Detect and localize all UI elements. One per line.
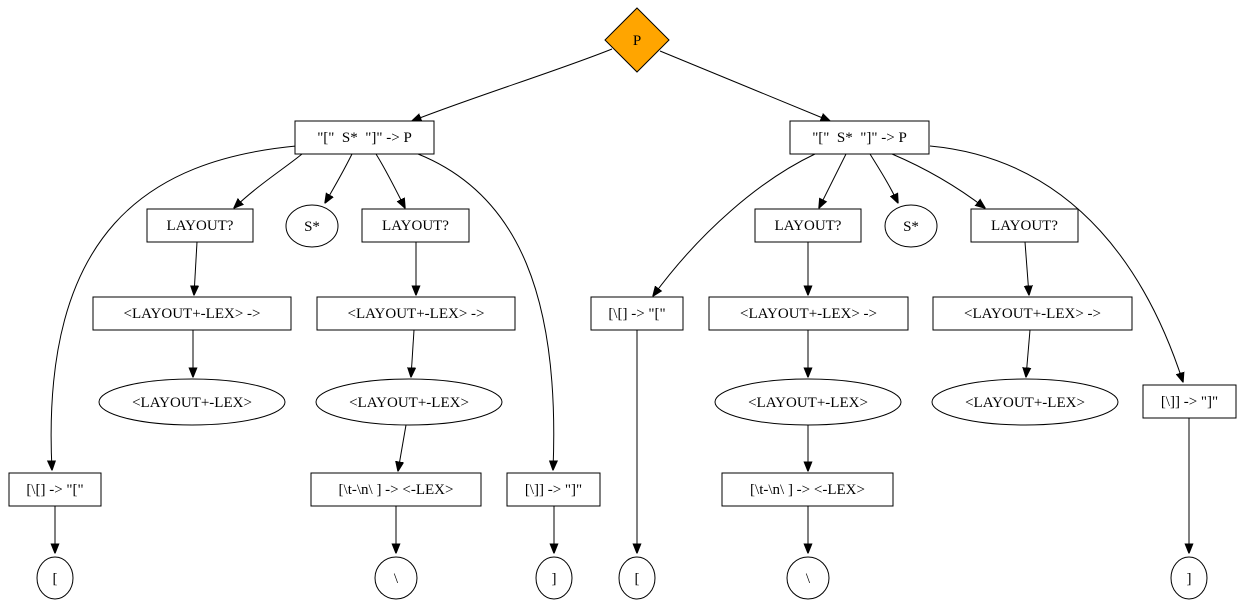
edge-r-lex2-ell2 — [1026, 329, 1030, 377]
edge-l-layout1-lex1 — [194, 241, 197, 295]
r-lex2-label: <LAYOUT+-LEX> -> — [964, 306, 1101, 322]
r-close-char-label: ] — [1187, 571, 1192, 587]
l-open-char-label: [ — [53, 571, 58, 587]
l-lex2-node: <LAYOUT+-LEX> -> — [316, 296, 516, 331]
r-close-char-node: ] — [1170, 556, 1208, 600]
l-layout2-node: LAYOUT? — [361, 208, 470, 243]
production-right-label: "[" S* "]" -> P — [812, 130, 907, 146]
r-layout2-node: LAYOUT? — [970, 208, 1079, 243]
r-layout2-label: LAYOUT? — [991, 218, 1058, 234]
production-node-left: "[" S* "]" -> P — [294, 120, 435, 155]
root-node: P — [604, 7, 670, 73]
edge-prod-left-s — [325, 153, 353, 203]
r-lex2-ellipse-label: <LAYOUT+-LEX> — [965, 395, 1085, 411]
edges — [51, 48, 1189, 553]
edge-prod-left-layout2 — [375, 153, 405, 208]
r-lex1-label: <LAYOUT+-LEX> -> — [740, 306, 877, 322]
l-lex2-ellipse-node: <LAYOUT+-LEX> — [315, 378, 503, 426]
l-lex1-label: <LAYOUT+-LEX> -> — [123, 306, 260, 322]
edge-r-layout2-lex2 — [1025, 241, 1029, 295]
r-close-bracket-rule-label: [\]] -> "]" — [1161, 394, 1218, 410]
edge-l-ell2-tn — [398, 424, 407, 471]
production-left-label: "[" S* "]" -> P — [317, 130, 412, 146]
r-open-bracket-rule-label: [\[] -> "[" — [608, 306, 665, 322]
r-whitespace-rule-node: [\t-\n\ ] -> <-LEX> — [721, 472, 894, 507]
edge-root-prod-right — [659, 50, 830, 121]
l-backslash-char-node: \ — [374, 556, 418, 600]
l-backslash-char-label: \ — [394, 571, 399, 587]
l-lex1-ellipse-label: <LAYOUT+-LEX> — [132, 395, 252, 411]
l-lex2-label: <LAYOUT+-LEX> -> — [347, 306, 484, 322]
nodes: P "[" S* "]" -> P "[" S* "]" -> P LAYOUT… — [8, 7, 1237, 600]
r-whitespace-rule-label: [\t-\n\ ] -> <-LEX> — [750, 482, 865, 498]
l-open-bracket-rule-label: [\[] -> "[" — [26, 482, 83, 498]
l-open-bracket-rule-node: [\[] -> "[" — [8, 472, 102, 507]
root-label: P — [633, 33, 641, 49]
edge-prod-right-close — [929, 145, 1183, 382]
r-lex1-ellipse-node: <LAYOUT+-LEX> — [714, 378, 902, 426]
edge-prod-left-open — [51, 145, 297, 470]
edge-prod-right-open — [653, 153, 816, 296]
l-lex1-node: <LAYOUT+-LEX> -> — [92, 296, 292, 331]
r-lex1-ellipse-label: <LAYOUT+-LEX> — [748, 395, 868, 411]
r-open-char-label: [ — [635, 571, 640, 587]
l-s-label: S* — [304, 219, 320, 235]
r-open-char-node: [ — [618, 556, 656, 600]
l-layout1-label: LAYOUT? — [167, 218, 234, 234]
l-layout2-label: LAYOUT? — [382, 218, 449, 234]
root-diamond-shape — [604, 7, 670, 73]
r-lex2-node: <LAYOUT+-LEX> -> — [932, 296, 1133, 331]
r-s-node: S* — [884, 204, 938, 248]
r-lex2-ellipse-node: <LAYOUT+-LEX> — [931, 378, 1119, 426]
r-s-label: S* — [903, 219, 919, 235]
l-close-char-label: ] — [552, 571, 557, 587]
edge-prod-left-layout1 — [234, 153, 303, 208]
edge-prod-right-layout1 — [819, 153, 847, 208]
edge-root-prod-left — [412, 48, 613, 121]
l-close-bracket-rule-label: [\]] -> "]" — [525, 482, 582, 498]
l-s-node: S* — [285, 204, 339, 248]
r-layout1-node: LAYOUT? — [754, 208, 862, 243]
edge-prod-right-layout2 — [891, 153, 985, 208]
r-backslash-char-label: \ — [806, 571, 811, 587]
l-whitespace-rule-node: [\t-\n\ ] -> <-LEX> — [310, 472, 482, 507]
r-open-bracket-rule-node: [\[] -> "[" — [590, 296, 684, 331]
r-backslash-char-node: \ — [786, 556, 830, 600]
production-node-right: "[" S* "]" -> P — [789, 120, 930, 155]
l-whitespace-rule-label: [\t-\n\ ] -> <-LEX> — [339, 482, 454, 498]
edge-l-lex2-ell2 — [411, 329, 414, 377]
l-lex2-ellipse-label: <LAYOUT+-LEX> — [349, 395, 469, 411]
edge-prod-right-s — [869, 153, 898, 203]
l-layout1-node: LAYOUT? — [146, 208, 254, 243]
r-close-bracket-rule-node: [\]] -> "]" — [1142, 384, 1237, 419]
l-close-char-node: ] — [535, 556, 573, 600]
r-layout1-label: LAYOUT? — [775, 218, 842, 234]
edge-prod-left-close — [417, 153, 554, 470]
r-lex1-node: <LAYOUT+-LEX> -> — [708, 296, 909, 331]
l-lex1-ellipse-node: <LAYOUT+-LEX> — [98, 378, 286, 426]
l-open-char-node: [ — [36, 556, 74, 600]
l-close-bracket-rule-node: [\]] -> "]" — [506, 472, 601, 507]
